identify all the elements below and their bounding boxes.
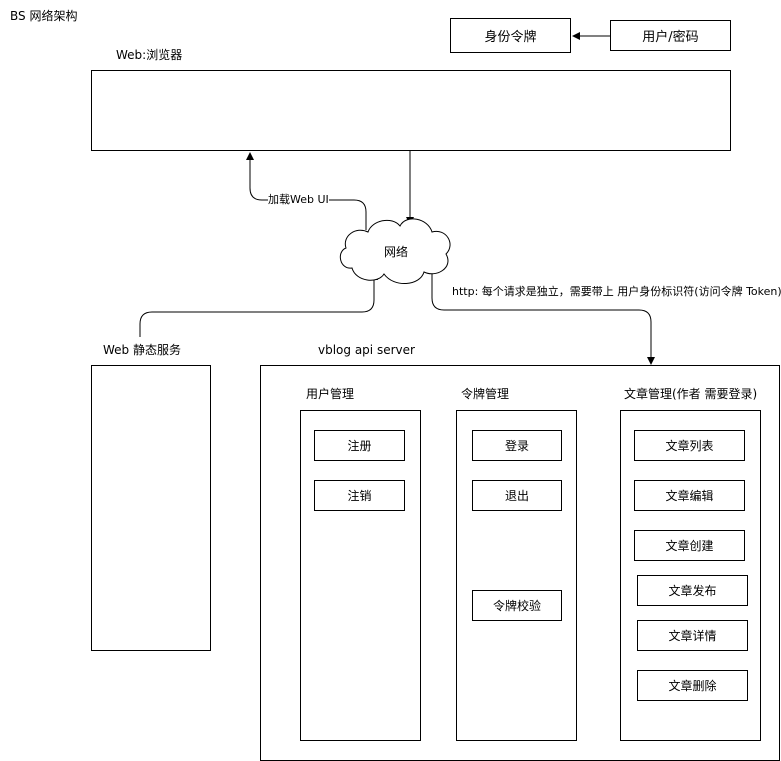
static-service-label: Web 静态服务 xyxy=(103,343,181,357)
network-label: 网络 xyxy=(383,245,408,259)
register-button: 注册 xyxy=(314,430,405,461)
browser-box xyxy=(91,70,731,151)
static-service-box xyxy=(91,365,211,651)
logout-button: 退出 xyxy=(472,480,562,511)
token-validate-button: 令牌校验 xyxy=(472,590,562,621)
article-create-button: 文章创建 xyxy=(634,530,745,561)
user-password-box: 用户/密码 xyxy=(610,20,731,51)
user-mgmt-box xyxy=(300,410,421,741)
article-edit-button: 文章编辑 xyxy=(634,480,745,511)
diagram-title: BS 网络架构 xyxy=(10,9,78,23)
article-publish-button: 文章发布 xyxy=(637,575,748,606)
browser-label: Web:浏览器 xyxy=(116,48,183,62)
user-mgmt-title: 用户管理 xyxy=(306,387,355,401)
article-detail-button: 文章详情 xyxy=(637,620,748,651)
deregister-button: 注销 xyxy=(314,480,405,511)
load-web-ui-label: 加载Web UI xyxy=(268,193,329,206)
identity-token-box: 身份令牌 xyxy=(450,18,571,53)
article-delete-button: 文章删除 xyxy=(637,670,748,701)
http-note-label: http: 每个请求是独立，需要带上 用户身份标识符(访问令牌 Token) xyxy=(452,285,781,298)
api-server-label: vblog api server xyxy=(318,343,415,357)
article-list-button: 文章列表 xyxy=(634,430,745,461)
token-mgmt-title: 令牌管理 xyxy=(461,387,510,401)
arrow-static-to-network xyxy=(139,272,378,337)
token-mgmt-box xyxy=(456,410,577,741)
arrow-network-to-browser xyxy=(246,152,367,230)
article-mgmt-title: 文章管理(作者 需要登录) xyxy=(624,387,758,401)
login-button: 登录 xyxy=(472,430,562,461)
